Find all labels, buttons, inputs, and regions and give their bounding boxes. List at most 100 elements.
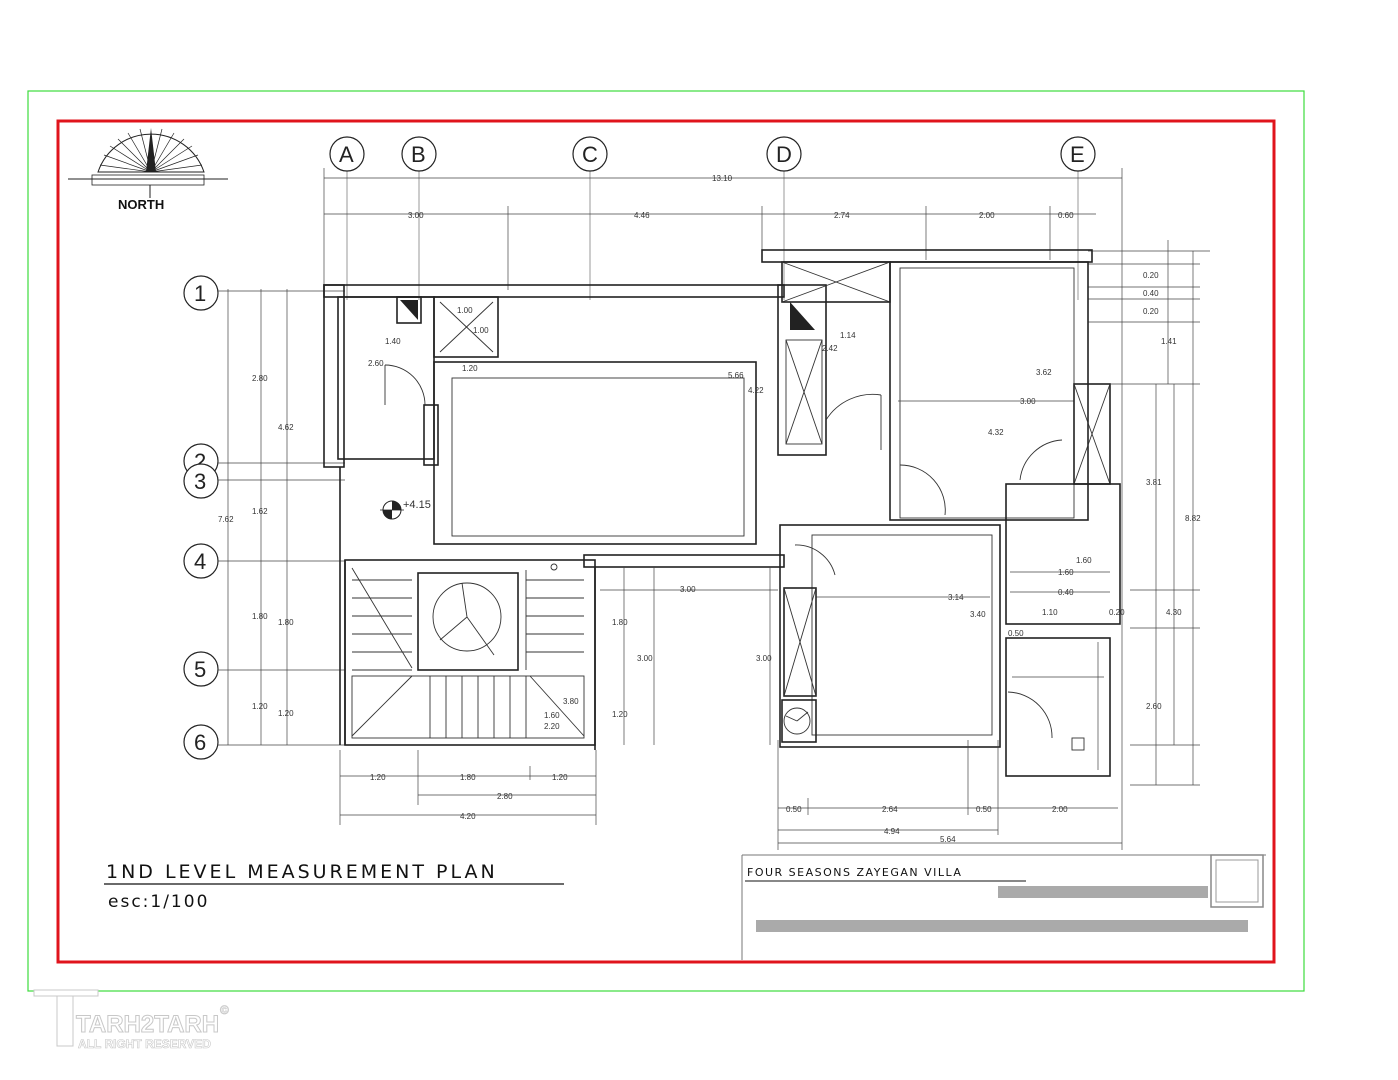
svg-text:1.10: 1.10 [1042, 608, 1058, 617]
svg-text:2.80: 2.80 [252, 374, 268, 383]
svg-text:1: 1 [194, 281, 206, 306]
right-dimensions: 0.20 0.40 0.20 1.41 3.81 8.82 4.30 2.60 [1088, 240, 1210, 786]
svg-text:6: 6 [194, 730, 206, 755]
svg-text:0.50: 0.50 [786, 805, 802, 814]
grid-axis-d: D [766, 136, 802, 172]
svg-text:0.20: 0.20 [1143, 307, 1159, 316]
svg-text:2.00: 2.00 [1052, 805, 1068, 814]
svg-text:4: 4 [194, 549, 206, 574]
svg-text:1.80: 1.80 [612, 618, 628, 627]
svg-text:1.20: 1.20 [252, 702, 268, 711]
project-title: FOUR SEASONS ZAYEGAN VILLA [747, 866, 962, 879]
svg-text:4.30: 4.30 [1166, 608, 1182, 617]
svg-text:3.81: 3.81 [1146, 478, 1162, 487]
svg-text:2.80: 2.80 [497, 792, 513, 801]
grid-axis-1: 1 [183, 275, 345, 311]
svg-text:4.62: 4.62 [278, 423, 294, 432]
svg-text:2.20: 2.20 [544, 722, 560, 731]
svg-text:4.32: 4.32 [988, 428, 1004, 437]
svg-text:3.00: 3.00 [408, 211, 424, 220]
north-arrow-icon [68, 128, 228, 198]
bottom-dimensions: 1.20 1.80 1.20 2.80 4.20 0.50 2.64 0.50 … [339, 740, 1122, 850]
svg-text:2.00: 2.00 [979, 211, 995, 220]
svg-text:1.80: 1.80 [252, 612, 268, 621]
svg-text:4.20: 4.20 [460, 812, 476, 821]
watermark-copyright: © [220, 1003, 229, 1017]
svg-text:0.40: 0.40 [1143, 289, 1159, 298]
title-block [741, 854, 1266, 960]
svg-text:C: C [582, 142, 598, 167]
svg-text:3.40: 3.40 [970, 610, 986, 619]
svg-text:2.42: 2.42 [822, 344, 838, 353]
top-dimensions: 13.10 3.00 4.46 2.74 2.00 0.60 [323, 168, 1123, 850]
svg-text:4.46: 4.46 [634, 211, 650, 220]
svg-text:1.62: 1.62 [252, 507, 268, 516]
svg-text:0.20: 0.20 [1109, 608, 1125, 617]
svg-text:2.64: 2.64 [882, 805, 898, 814]
watermark-rights: ALL RIGHT RESERVED [78, 1037, 211, 1051]
level-mark-icon [380, 500, 404, 520]
svg-text:0.60: 0.60 [1058, 211, 1074, 220]
grid-axis-b: B [401, 136, 437, 172]
svg-text:1.14: 1.14 [840, 331, 856, 340]
watermark-logo [33, 989, 99, 1047]
svg-text:1.41: 1.41 [1161, 337, 1177, 346]
svg-text:1.20: 1.20 [462, 364, 478, 373]
left-dimensions: 7.62 2.80 4.62 1.62 1.80 1.80 1.20 1.20 [218, 289, 294, 745]
svg-text:3.80: 3.80 [563, 697, 579, 706]
svg-text:3.62: 3.62 [1036, 368, 1052, 377]
grid-axis-c: C [572, 136, 608, 172]
north-label: NORTH [118, 197, 164, 212]
svg-text:0.40: 0.40 [1058, 588, 1074, 597]
plan-scale: esc:1/100 [108, 892, 209, 912]
svg-text:D: D [776, 142, 792, 167]
svg-text:2.74: 2.74 [834, 211, 850, 220]
svg-text:1.40: 1.40 [385, 337, 401, 346]
outer-frame [27, 90, 1305, 992]
svg-text:1.00: 1.00 [457, 306, 473, 315]
grid-axis-5: 5 [183, 651, 345, 687]
grid-axis-4: 4 [183, 543, 345, 579]
svg-text:3.00: 3.00 [680, 585, 696, 594]
svg-text:1.60: 1.60 [1058, 568, 1074, 577]
svg-text:5.66: 5.66 [728, 371, 744, 380]
svg-text:13.10: 13.10 [712, 174, 733, 183]
svg-text:5.64: 5.64 [940, 835, 956, 844]
svg-text:1.00: 1.00 [473, 326, 489, 335]
svg-text:7.62: 7.62 [218, 515, 234, 524]
svg-text:A: A [339, 142, 354, 167]
svg-text:E: E [1070, 142, 1085, 167]
svg-text:1.20: 1.20 [552, 773, 568, 782]
svg-text:0.20: 0.20 [1143, 271, 1159, 280]
svg-text:4.94: 4.94 [884, 827, 900, 836]
svg-text:1.80: 1.80 [278, 618, 294, 627]
grid-axis-3: 3 [183, 463, 345, 499]
svg-text:8.82: 8.82 [1185, 514, 1201, 523]
svg-text:4.22: 4.22 [748, 386, 764, 395]
floor-plan: 1.00 1.00 1.40 2.60 1.20 5.66 4.22 +4.15 [323, 249, 1125, 777]
plan-title: 1ND LEVEL MEASUREMENT PLAN [106, 861, 498, 883]
svg-text:3.14: 3.14 [948, 593, 964, 602]
svg-text:2.60: 2.60 [1146, 702, 1162, 711]
level-mark-label: +4.15 [403, 499, 431, 511]
grid-axis-6: 6 [183, 724, 345, 760]
watermark-brand: TARH2TARH [76, 1011, 219, 1038]
svg-text:1.60: 1.60 [544, 711, 560, 720]
svg-text:1.60: 1.60 [1076, 556, 1092, 565]
grid-axis-a: A [329, 136, 365, 172]
svg-text:3.00: 3.00 [1020, 397, 1036, 406]
svg-text:B: B [411, 142, 426, 167]
svg-text:3: 3 [194, 469, 206, 494]
svg-text:1.20: 1.20 [370, 773, 386, 782]
inner-frame [56, 119, 1276, 964]
svg-text:0.50: 0.50 [976, 805, 992, 814]
svg-text:1.20: 1.20 [612, 710, 628, 719]
svg-text:2.60: 2.60 [368, 359, 384, 368]
svg-text:3.00: 3.00 [637, 654, 653, 663]
grid-axis-e: E [1060, 136, 1096, 172]
svg-text:1.80: 1.80 [460, 773, 476, 782]
svg-text:1.20: 1.20 [278, 709, 294, 718]
svg-text:5: 5 [194, 657, 206, 682]
svg-text:3.00: 3.00 [756, 654, 772, 663]
